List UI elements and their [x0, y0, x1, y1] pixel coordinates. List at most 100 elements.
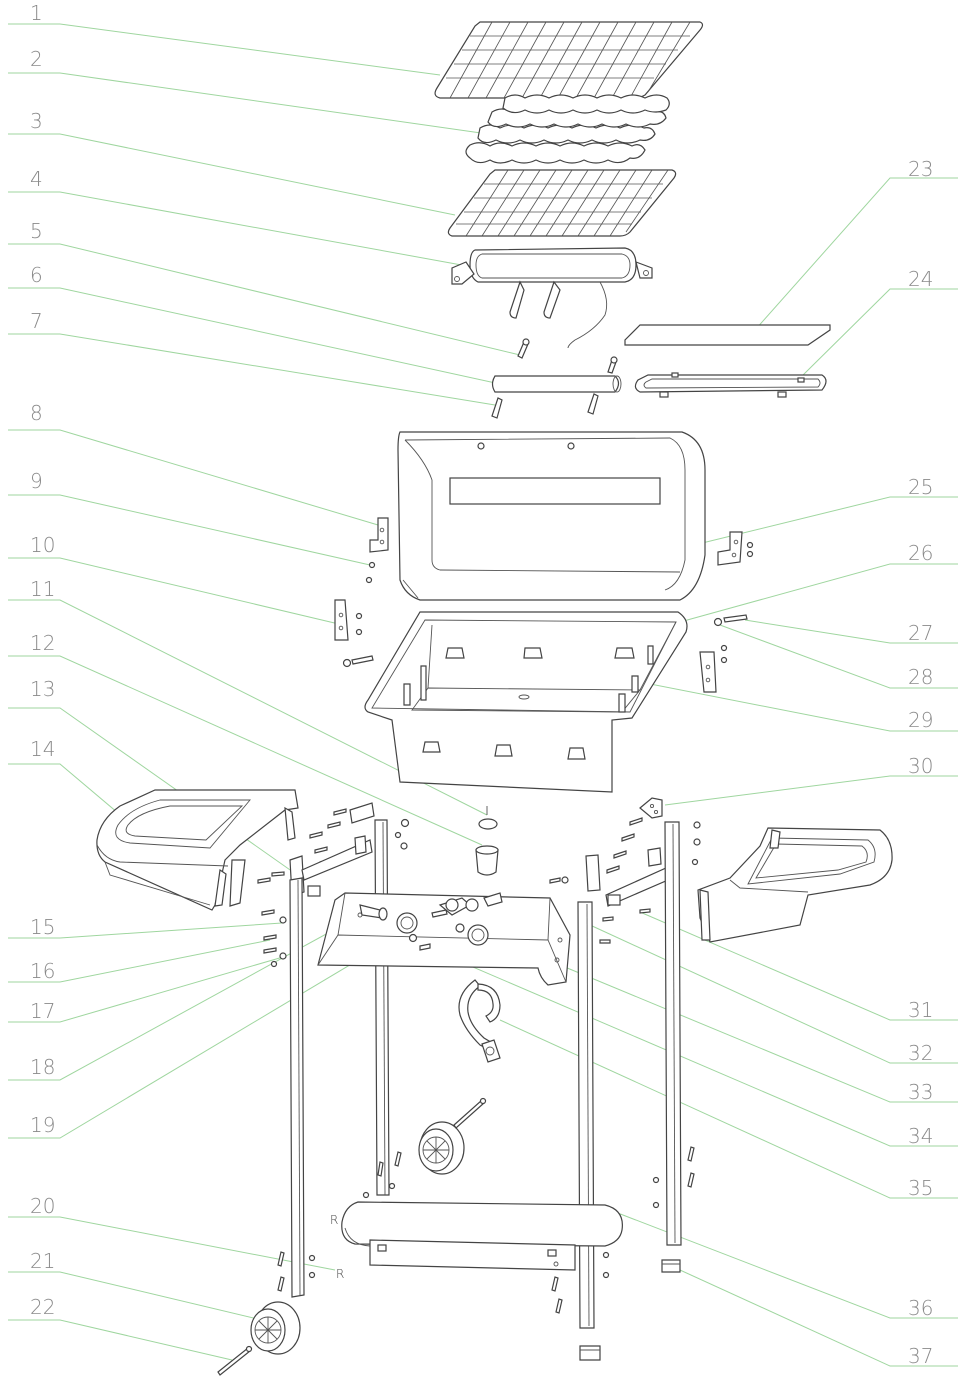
firebox-hinge-left: [334, 599, 374, 668]
leader-4: [8, 191, 479, 269]
leader-21: [8, 1271, 263, 1321]
gas-hose-regulator: [458, 979, 501, 1063]
leader-26: [679, 563, 958, 623]
r-clip-mark-upper: R: [330, 1213, 338, 1227]
firebox-hinge-right: [699, 614, 748, 693]
leader-7: [8, 333, 496, 406]
part-number-3: 3: [30, 109, 43, 133]
side-shelf-left: [96, 789, 299, 911]
part-number-24: 24: [908, 267, 933, 291]
part-number-1: 1: [30, 1, 43, 25]
part-number-6: 6: [30, 263, 43, 287]
leg-front-left: [289, 877, 305, 1298]
leader-22: [8, 1319, 233, 1361]
firebox: [364, 611, 688, 793]
leader-18: [8, 909, 371, 1081]
leader-30: [664, 775, 958, 806]
leader-15: [8, 922, 283, 939]
leader-25: [689, 496, 958, 547]
part-number-14: 14: [30, 737, 55, 761]
leader-31: [639, 911, 958, 1021]
burner-screw: [517, 338, 530, 359]
rock-grate: [447, 169, 677, 237]
part-number-25: 25: [908, 475, 933, 499]
leader-17: [8, 956, 284, 1023]
crossover-tube: [491, 356, 622, 393]
bolts-right: [549, 817, 701, 944]
grease-clip: [478, 806, 498, 830]
part-number-4: 4: [30, 167, 43, 191]
part-number-35: 35: [908, 1176, 933, 1200]
bottom-shelf: [341, 1201, 623, 1271]
leader-37: [679, 1269, 958, 1367]
part-number-32: 32: [908, 1041, 933, 1065]
leader-1: [8, 23, 441, 76]
part-number-9: 9: [30, 469, 43, 493]
leg-cap-right: [661, 1259, 681, 1273]
pins: [491, 393, 599, 419]
part-number-8: 8: [30, 401, 43, 425]
wheel-back: [418, 1097, 487, 1175]
leader-8: [8, 429, 379, 526]
cooking-grate-top: [434, 21, 704, 99]
leader-12: [8, 655, 483, 846]
part-number-5: 5: [30, 219, 43, 243]
part-number-33: 33: [908, 1080, 933, 1104]
part-number-23: 23: [908, 157, 933, 181]
lid: [397, 431, 706, 601]
leader-16: [8, 939, 271, 983]
lava-rocks: [465, 94, 670, 164]
part-number-36: 36: [908, 1296, 933, 1320]
part-number-29: 29: [908, 708, 933, 732]
leader-5: [8, 243, 521, 356]
leader-34: [409, 939, 958, 1147]
part-number-2: 2: [30, 47, 43, 71]
leader-36: [609, 1209, 958, 1319]
leader-10: [8, 557, 344, 626]
leader-24: [799, 288, 958, 379]
part-number-11: 11: [30, 577, 55, 601]
lid-hinge-right: [717, 531, 754, 566]
part-number-7: 7: [30, 309, 43, 333]
part-number-26: 26: [908, 541, 933, 565]
leg-back-right: [664, 821, 682, 1246]
part-number-27: 27: [908, 621, 933, 645]
r-clip-mark-lower: R: [336, 1267, 344, 1281]
leader-35: [499, 1019, 958, 1199]
part-number-19: 19: [30, 1113, 55, 1137]
warming-rack-plate: [624, 324, 831, 346]
part-number-12: 12: [30, 631, 55, 655]
leader-11: [8, 599, 488, 816]
leg-brackets-left: [289, 802, 375, 897]
part-number-20: 20: [30, 1194, 55, 1218]
lid-hinge-left: [365, 517, 389, 584]
side-shelf-right: [697, 827, 893, 943]
grease-cup: [475, 845, 499, 876]
part-number-13: 13: [30, 677, 55, 701]
leg-brackets-right: [585, 847, 669, 907]
leader-27: [744, 619, 958, 644]
burner: [451, 247, 653, 349]
part-number-18: 18: [30, 1055, 55, 1079]
wheel-front: [250, 1301, 301, 1355]
leader-6: [8, 287, 501, 385]
part-number-21: 21: [30, 1249, 55, 1273]
bolts-left: [257, 808, 410, 968]
leader-2: [8, 72, 496, 136]
valve-assembly: [408, 892, 503, 951]
part-number-31: 31: [908, 998, 933, 1022]
leader-19: [8, 934, 401, 1139]
leg-bolts: [277, 1146, 695, 1314]
leader-3: [8, 133, 456, 216]
leader-32: [589, 924, 958, 1064]
leg-cap-front: [579, 1345, 601, 1361]
part-number-16: 16: [30, 959, 55, 983]
part-number-34: 34: [908, 1124, 933, 1148]
part-numbers-right: 23 24 25 26 27 28 29 30 31 32 33 34 35 3…: [908, 157, 933, 1368]
leg-front-right: [577, 901, 595, 1329]
part-number-37: 37: [908, 1344, 933, 1368]
part-number-10: 10: [30, 533, 55, 557]
leader-28: [719, 624, 958, 689]
leader-20: [8, 1216, 336, 1271]
